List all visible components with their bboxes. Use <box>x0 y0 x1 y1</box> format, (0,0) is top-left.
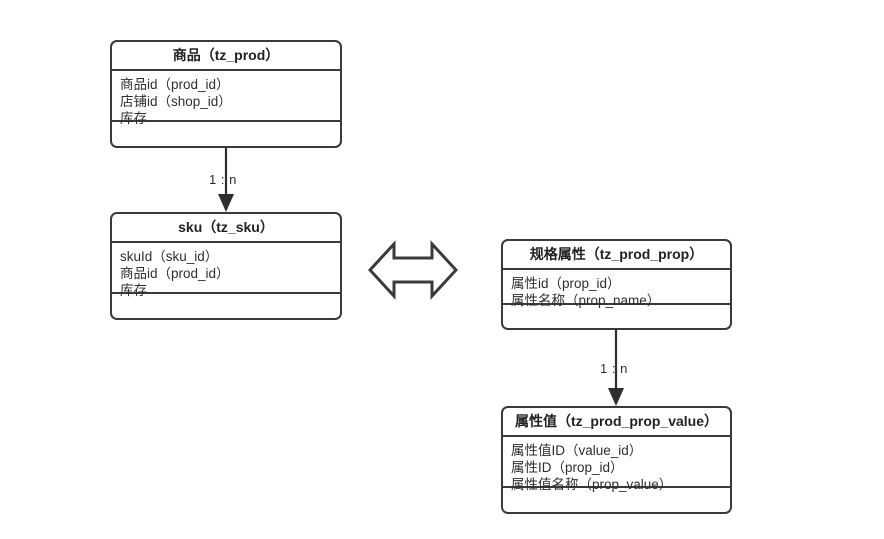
entity-title-tz-prod-prop-value: 属性值（tz_prod_prop_value） <box>503 408 730 437</box>
entity-title-tz-sku: sku（tz_sku） <box>112 214 340 243</box>
entity-field: 库存 <box>120 283 147 298</box>
entity-title-tz-prod-prop: 规格属性（tz_prod_prop） <box>503 241 730 270</box>
cardinality-label-prop-value: 1 : n <box>600 361 628 376</box>
entity-box-tz-prod-prop[interactable]: 规格属性（tz_prod_prop） 属性id（prop_id） 属性名称（pr… <box>501 239 732 330</box>
arrowhead-filled-triangle-icon <box>218 194 234 212</box>
entity-fields-tz-sku: skuId（sku_id） 商品id（prod_id） 库存 <box>112 243 340 298</box>
entity-fields-tz-prod: 商品id（prod_id） 店铺id（shop_id） 库存 <box>112 71 340 126</box>
entity-field: 属性名称（prop_name） <box>511 293 661 308</box>
entity-field: skuId（sku_id） <box>120 249 219 264</box>
entity-field: 属性ID（prop_id） <box>511 460 624 475</box>
entity-field: 商品id（prod_id） <box>120 77 230 92</box>
entity-field: 店铺id（shop_id） <box>120 94 232 109</box>
cardinality-label-prod-sku: 1 : n <box>209 172 237 187</box>
entity-box-tz-sku[interactable]: sku（tz_sku） skuId（sku_id） 商品id（prod_id） … <box>110 212 342 320</box>
entity-box-tz-prod-prop-value[interactable]: 属性值（tz_prod_prop_value） 属性值ID（value_id） … <box>501 406 732 514</box>
entity-fields-tz-prod-prop-value: 属性值ID（value_id） 属性ID（prop_id） 属性值名称（prop… <box>503 437 730 492</box>
entity-fields-tz-prod-prop: 属性id（prop_id） 属性名称（prop_name） <box>503 270 730 308</box>
entity-title-tz-prod: 商品（tz_prod） <box>112 42 340 71</box>
entity-field: 商品id（prod_id） <box>120 266 230 281</box>
entity-field: 库存 <box>120 111 147 126</box>
double-headed-arrow-icon <box>368 240 458 300</box>
entity-field: 属性值ID（value_id） <box>511 443 643 458</box>
entity-box-tz-prod[interactable]: 商品（tz_prod） 商品id（prod_id） 店铺id（shop_id） … <box>110 40 342 148</box>
entity-field: 属性值名称（prop_value） <box>511 477 673 492</box>
arrowhead-filled-triangle-icon <box>608 388 624 406</box>
entity-field: 属性id（prop_id） <box>511 276 621 291</box>
